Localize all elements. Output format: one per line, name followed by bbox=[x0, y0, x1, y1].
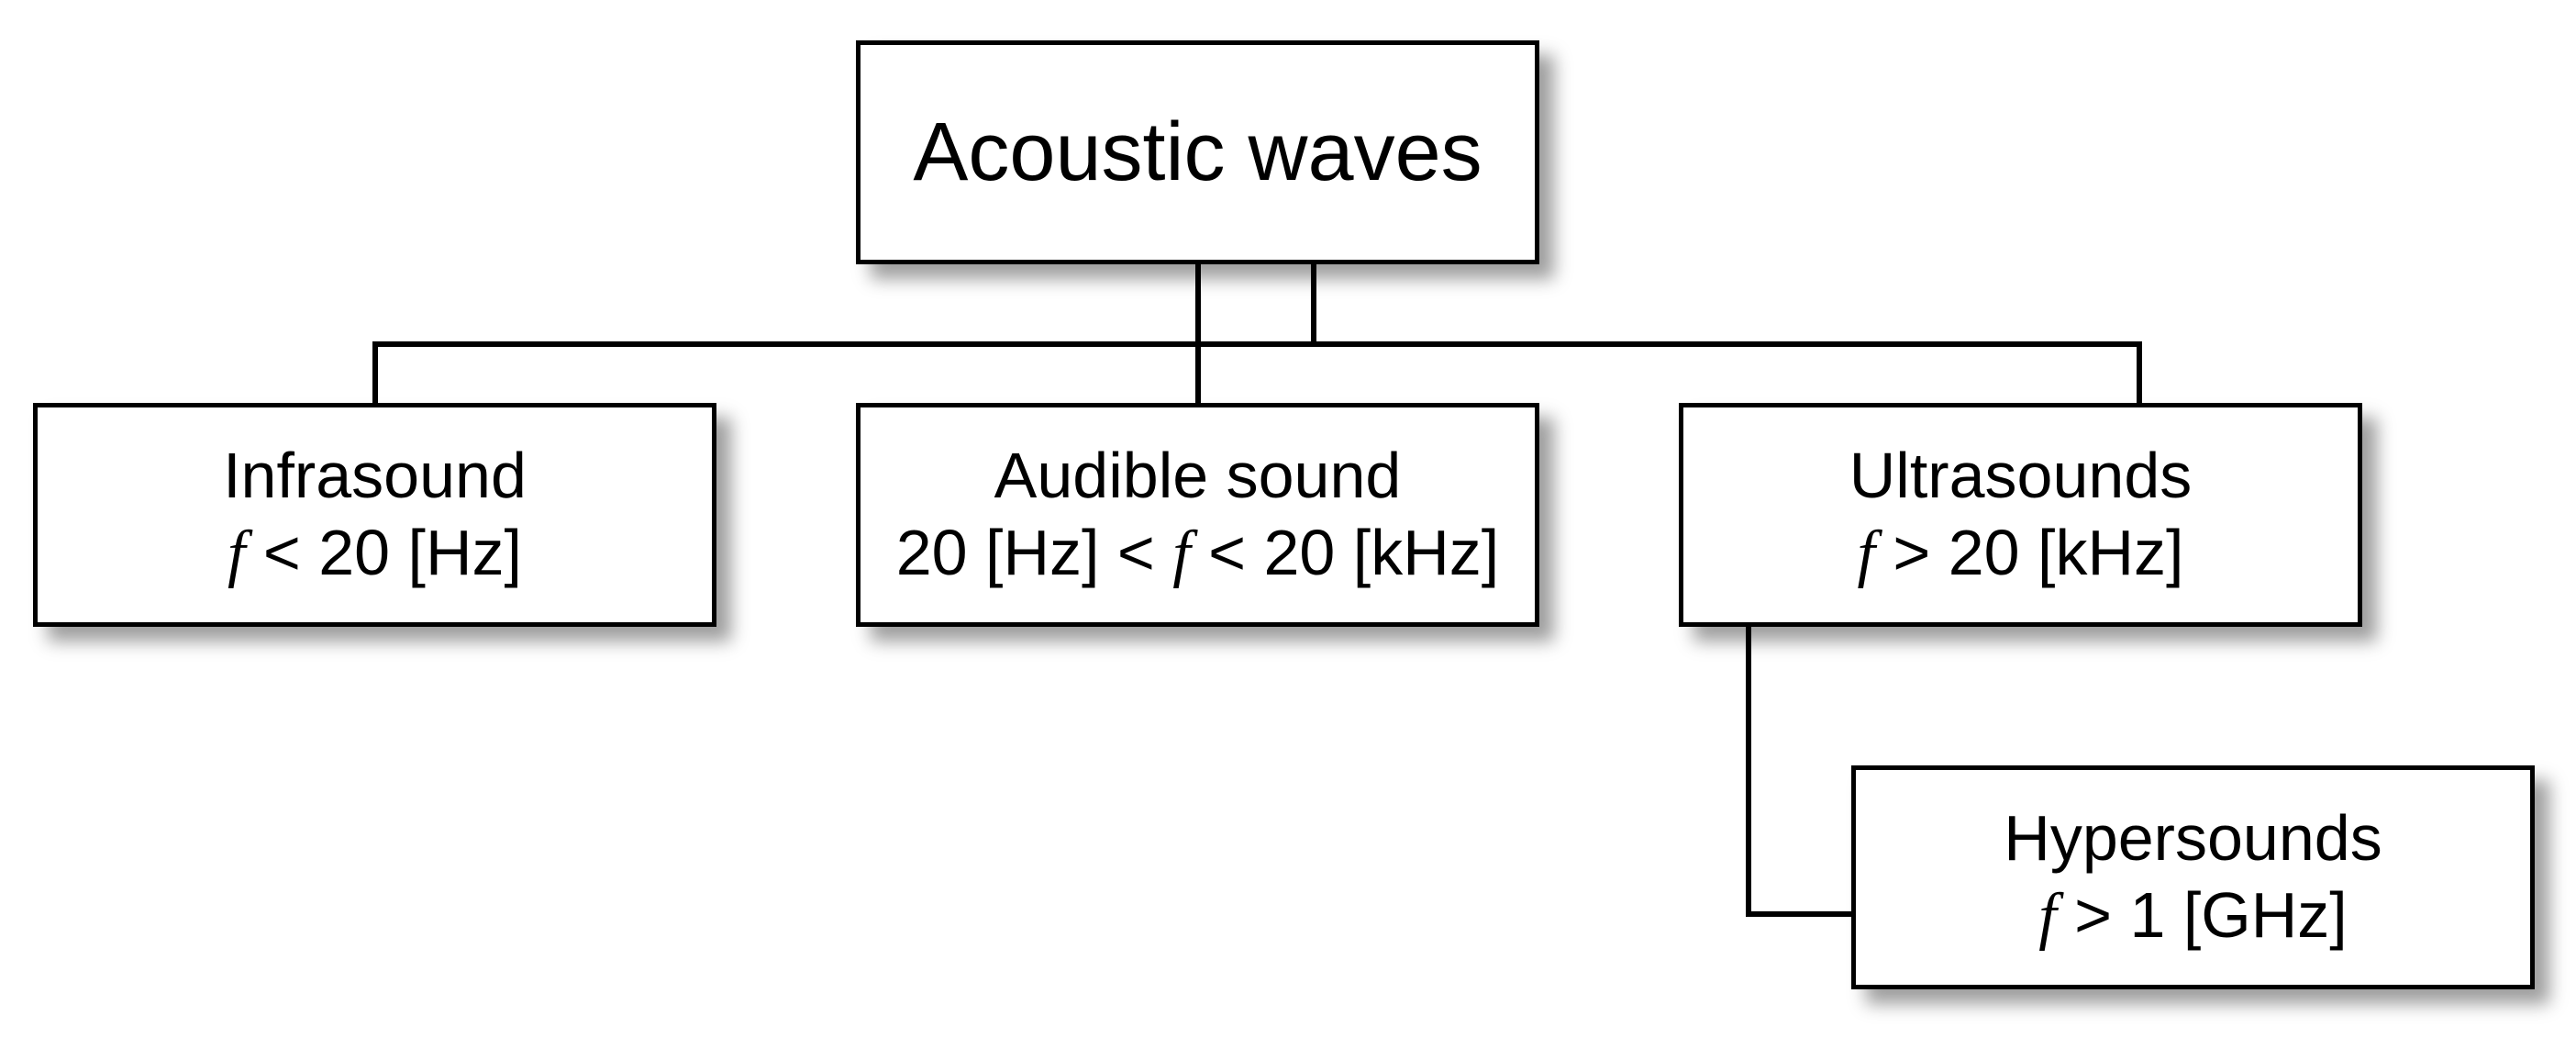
node-audible-sound: Audible sound 20 [Hz] < f < 20 [kHz] bbox=[856, 403, 1539, 627]
connector-horizontal-bus bbox=[372, 341, 2142, 403]
node-audible-sound-formula: 20 [Hz] < f < 20 [kHz] bbox=[896, 514, 1500, 593]
node-infrasound: Infrasound f < 20 [Hz] bbox=[33, 403, 716, 627]
frequency-symbol: f bbox=[228, 519, 246, 589]
node-acoustic-waves: Acoustic waves bbox=[856, 40, 1539, 264]
node-infrasound-title: Infrasound bbox=[223, 440, 527, 511]
node-ultrasounds: Ultrasounds f > 20 [kHz] bbox=[1679, 403, 2362, 627]
node-audible-sound-title: Audible sound bbox=[994, 440, 1402, 511]
node-hypersounds: Hypersounds f > 1 [GHz] bbox=[1851, 765, 2535, 989]
node-ultrasounds-range: > 20 [kHz] bbox=[1874, 517, 2184, 588]
frequency-symbol: f bbox=[2038, 881, 2057, 952]
node-ultrasounds-formula: f > 20 [kHz] bbox=[1858, 514, 2184, 593]
node-audible-sound-lower-bound: 20 [Hz] < bbox=[895, 517, 1173, 588]
connector-ultra-to-hyper bbox=[1746, 627, 1851, 917]
node-audible-sound-upper-bound: < 20 [kHz] bbox=[1190, 517, 1500, 588]
node-hypersounds-range: > 1 [GHz] bbox=[2056, 879, 2348, 951]
node-ultrasounds-title: Ultrasounds bbox=[1849, 440, 2193, 511]
frequency-symbol: f bbox=[1857, 519, 1875, 589]
node-infrasound-range: < 20 [Hz] bbox=[245, 517, 522, 588]
node-infrasound-formula: f < 20 [Hz] bbox=[228, 514, 522, 593]
node-acoustic-waves-title: Acoustic waves bbox=[913, 106, 1482, 198]
node-hypersounds-title: Hypersounds bbox=[2004, 802, 2382, 874]
frequency-symbol: f bbox=[1172, 519, 1191, 589]
node-hypersounds-formula: f > 1 [GHz] bbox=[2038, 876, 2348, 955]
